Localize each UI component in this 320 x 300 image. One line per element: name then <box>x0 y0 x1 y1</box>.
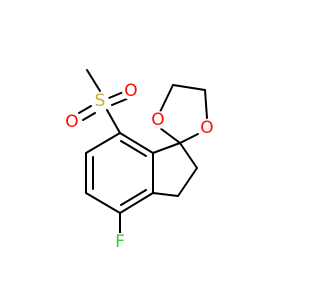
sulfur-label: S <box>95 91 106 111</box>
bond-sulfur-oxygen-2b <box>82 112 96 121</box>
bond-c1-o1 <box>159 127 181 144</box>
bond-o1-ch2a <box>159 84 174 113</box>
bond-c7a-c1 <box>152 142 181 154</box>
bond-c4-c5 <box>85 192 121 214</box>
bond-c1-c2 <box>179 142 198 169</box>
bond-c7-c7a <box>119 132 154 154</box>
fluorine-label: F <box>115 232 125 252</box>
bond-o2-c1 <box>179 133 199 144</box>
bond-sulfur-oxygen-2a <box>78 105 92 114</box>
bond-c3-c3a <box>152 192 179 197</box>
sulfonyl-oxygen-lower-label: O <box>65 112 78 132</box>
molecule-structure: S O O O O F <box>63 69 216 252</box>
sulfonyl-oxygen-upper-atom: O <box>122 81 140 101</box>
sulfur-atom: S <box>91 91 109 111</box>
bond-sulfur-oxygen-1b <box>111 97 130 106</box>
dioxolane-oxygen-right-atom: O <box>198 118 216 138</box>
dioxolane-oxygen-right-label: O <box>200 118 213 138</box>
bond-c2-c3 <box>177 167 198 197</box>
dioxolane-oxygen-left-label: O <box>151 110 164 130</box>
bond-methyl-sulfur <box>86 69 101 92</box>
bond-ch2a-ch2b <box>172 84 206 91</box>
bond-sulfur-c7 <box>106 109 121 134</box>
dioxolane-oxygen-left-atom: O <box>149 110 167 130</box>
bond-inner-c3a-c4 <box>120 189 147 206</box>
fluorine-atom: F <box>111 232 129 252</box>
bond-c3a-c4 <box>119 192 154 214</box>
bond-layer <box>78 69 208 234</box>
sulfonyl-oxygen-lower-atom: O <box>63 112 81 132</box>
bond-inner-c7-c7a <box>120 140 147 157</box>
sulfonyl-oxygen-upper-label: O <box>124 81 137 101</box>
bond-ch2b-o2 <box>204 89 208 119</box>
bond-c6-c7 <box>85 132 121 154</box>
atom-labels: S O O O O F <box>63 81 216 252</box>
